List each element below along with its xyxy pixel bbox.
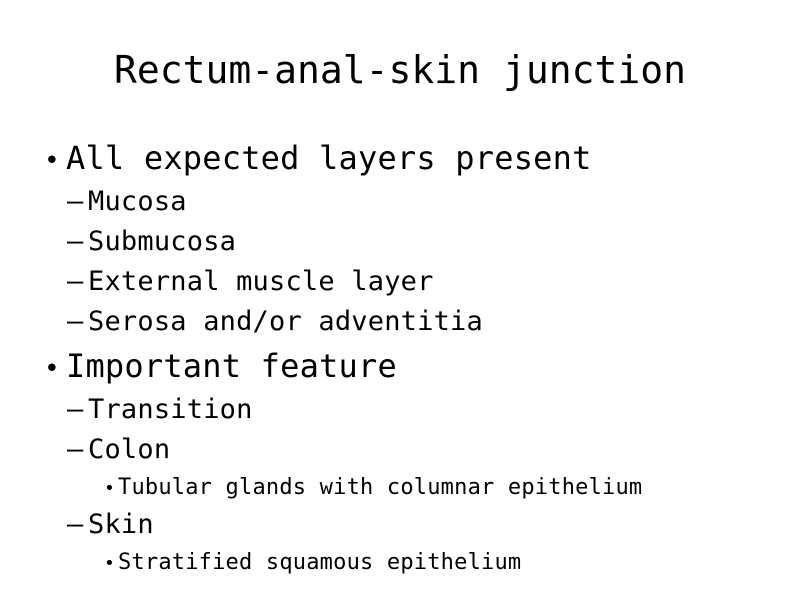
page-title: Rectum-anal-skin junction [114, 48, 686, 92]
list-item-label: Tubular glands with columnar epithelium [118, 475, 643, 500]
list-item: • Important feature [0, 342, 800, 390]
bullet-icon: • [44, 354, 60, 384]
dash-icon: – [67, 434, 84, 465]
list-item-label: All expected layers present [66, 139, 592, 177]
list-item: – Submucosa [0, 222, 800, 262]
list-item: – Colon [0, 430, 800, 470]
list-item: – Mucosa [0, 182, 800, 222]
list-item: • All expected layers present [0, 134, 800, 182]
dash-icon: – [67, 266, 84, 297]
dash-icon: – [67, 509, 84, 540]
list-item-label: Colon [88, 434, 171, 465]
dash-icon: – [67, 226, 84, 257]
list-item-label: Serosa and/or adventitia [88, 306, 483, 337]
dash-icon: – [67, 186, 84, 217]
list-item: – Serosa and/or adventitia [0, 302, 800, 342]
list-item-label: External muscle layer [88, 266, 434, 297]
slide-body-outline: • All expected layers present – Mucosa –… [0, 134, 800, 580]
list-item: • Tubular glands with columnar epitheliu… [0, 470, 800, 505]
list-item-label: Submucosa [88, 226, 237, 257]
list-item-label: Transition [88, 394, 253, 425]
list-item-label: Stratified squamous epithelium [118, 550, 522, 575]
bullet-icon: • [104, 478, 115, 499]
list-item: – Transition [0, 390, 800, 430]
list-item-label: Important feature [66, 347, 397, 385]
list-item: – Skin [0, 505, 800, 545]
dash-icon: – [67, 394, 84, 425]
bullet-icon: • [104, 553, 115, 574]
list-item: – External muscle layer [0, 262, 800, 302]
dash-icon: – [67, 306, 84, 337]
list-item-label: Mucosa [88, 186, 187, 217]
bullet-icon: • [44, 146, 60, 176]
list-item-label: Skin [88, 509, 154, 540]
list-item: • Stratified squamous epithelium [0, 545, 800, 580]
